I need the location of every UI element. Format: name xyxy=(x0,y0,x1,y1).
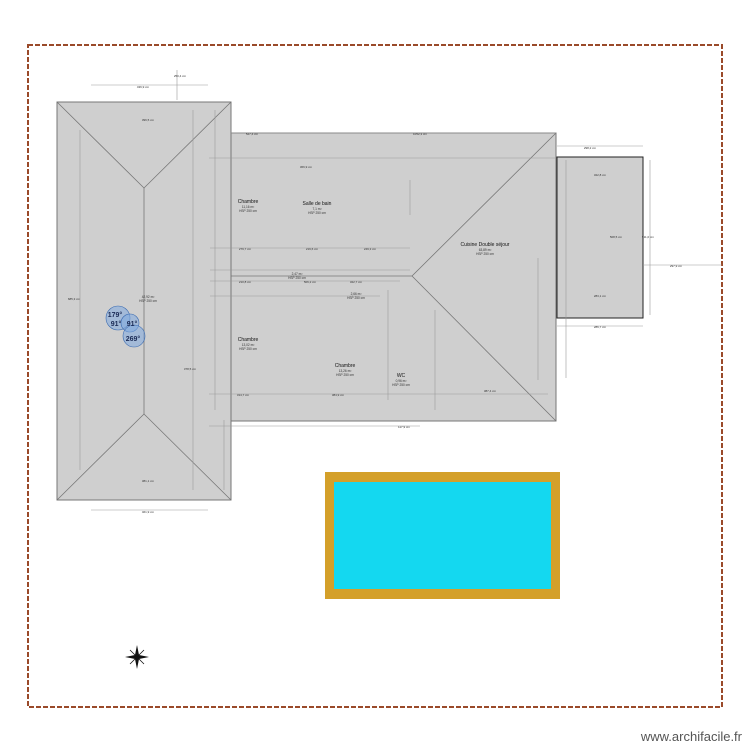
svg-text:HSP 250 cm: HSP 250 cm xyxy=(308,211,326,215)
pool-water xyxy=(334,482,551,589)
dim-middle-row-2: 506,2 cm xyxy=(304,280,317,284)
compass-icon xyxy=(125,645,149,669)
dim-lower-wall-3: 117,9 cm xyxy=(398,425,411,429)
dim-sdb-width: 219,6 cm xyxy=(306,247,319,251)
svg-text:2,47 m²: 2,47 m² xyxy=(292,272,303,276)
dim-right-offset: 297,9 cm xyxy=(670,264,683,268)
dim-lower-right: 387,4 cm xyxy=(484,389,497,393)
dimension-labels: 436,9 cm 250,4 cm 396,5 cm 527,4 cm 1052… xyxy=(68,74,683,514)
roof-ridges xyxy=(56,101,557,501)
svg-text:42,92 m²: 42,92 m² xyxy=(142,295,155,299)
dim-left-part: 378,5 cm xyxy=(184,367,197,371)
dim-right-outer: 511,0 cm xyxy=(642,235,655,239)
svg-text:2,66 m²: 2,66 m² xyxy=(351,292,362,296)
room-labels: Chambre 11,16 m² HSP 250 cm Salle de bai… xyxy=(139,199,510,387)
roof-east-annex xyxy=(556,156,644,319)
dim-right-annex-lower: 283,1 cm xyxy=(594,294,607,298)
room-wc: WC 0,96 m² HSP 250 cm xyxy=(392,373,410,387)
svg-text:WC: WC xyxy=(397,373,406,379)
svg-text:HSP 250 cm: HSP 250 cm xyxy=(139,299,157,303)
dim-lower-wall-1: 314,7 cm xyxy=(237,393,250,397)
svg-text:HSP 250 cm: HSP 250 cm xyxy=(347,296,365,300)
angle-label: 91° xyxy=(111,320,122,328)
dim-middle-row-3: 322,7 cm xyxy=(350,280,363,284)
svg-text:Chambre: Chambre xyxy=(238,199,259,205)
room-chambre-3: Chambre 13,26 m² HSP 250 cm xyxy=(335,363,356,377)
svg-text:0,96 m²: 0,96 m² xyxy=(396,379,407,383)
dim-top-left-span: 436,9 cm xyxy=(137,85,150,89)
dim-chambre-width: 279,7 cm xyxy=(239,247,252,251)
svg-text:HSP 250 cm: HSP 250 cm xyxy=(392,383,410,387)
svg-text:HSP 250 cm: HSP 250 cm xyxy=(288,276,306,280)
dim-right-annex-top: 298,2 cm xyxy=(584,146,597,150)
dim-right-annex-bottom: 286,7 cm xyxy=(594,325,607,329)
swimming-pool xyxy=(325,472,560,599)
dim-upper-wall: 527,4 cm xyxy=(246,132,259,136)
dim-left-total: 685,3 cm xyxy=(68,297,81,301)
room-salle-de-bain: Salle de bain 7,1 m² HSP 250 cm xyxy=(303,201,332,215)
svg-text:Salle de bain: Salle de bain xyxy=(303,201,332,207)
room-chambre-2: Chambre 13,02 m² HSP 250 cm xyxy=(238,337,259,351)
svg-text:13,02 m²: 13,02 m² xyxy=(242,343,255,347)
dim-bottom-left-span: 461,9 cm xyxy=(142,510,155,514)
svg-text:13,26 m²: 13,26 m² xyxy=(339,369,352,373)
room-chambre-1: Chambre 11,16 m² HSP 250 cm xyxy=(238,199,259,213)
dim-middle-row-1: 210,8 cm xyxy=(239,280,252,284)
room-closet: 2,66 m² HSP 250 cm xyxy=(347,292,365,300)
angle-label: 179° xyxy=(108,311,123,319)
dim-right-annex-mid: 322,8 cm xyxy=(594,173,607,177)
angle-label: 269° xyxy=(126,335,141,343)
svg-text:7,1 m²: 7,1 m² xyxy=(312,207,321,211)
room-west-hall: 42,92 m² HSP 250 cm xyxy=(139,295,157,303)
angle-label: 91° xyxy=(127,320,138,328)
dim-hall-width: 249,3 cm xyxy=(364,247,377,251)
svg-text:11,16 m²: 11,16 m² xyxy=(242,205,254,209)
watermark-text: www.archifacile.fr xyxy=(640,729,742,744)
roof-main-body xyxy=(230,132,557,422)
property-boundary xyxy=(27,44,723,708)
dim-upper-long: 1052,3 cm xyxy=(413,132,428,136)
svg-text:HSP 250 cm: HSP 250 cm xyxy=(239,209,257,213)
svg-text:Cuisine Double séjour: Cuisine Double séjour xyxy=(461,242,510,248)
dim-lower-wall-2: 384,9 cm xyxy=(332,393,345,397)
dim-top-vertical: 250,4 cm xyxy=(174,74,187,78)
angle-markers: 179° 91° 91° 269° xyxy=(105,305,146,348)
svg-text:HSP 250 cm: HSP 250 cm xyxy=(336,373,354,377)
svg-text:HSP 250 cm: HSP 250 cm xyxy=(476,252,494,256)
dimension-lines xyxy=(79,70,722,511)
angle-arc xyxy=(122,324,146,348)
svg-text:Chambre: Chambre xyxy=(238,337,259,343)
svg-text:HSP 250 cm: HSP 250 cm xyxy=(239,347,257,351)
dim-central-width: 366,9 cm xyxy=(300,165,313,169)
dim-right-annex-side: 508,5 cm xyxy=(610,235,623,239)
dim-bottom-inner: 381,1 cm xyxy=(142,479,155,483)
room-cuisine-double-sejour: Cuisine Double séjour 63,89 m² HSP 250 c… xyxy=(461,242,510,256)
svg-text:63,89 m²: 63,89 m² xyxy=(479,248,492,252)
dim-left-inner-top: 396,5 cm xyxy=(142,118,155,122)
svg-text:Chambre: Chambre xyxy=(335,363,356,369)
room-corridor: 2,47 m² HSP 250 cm xyxy=(288,272,306,280)
